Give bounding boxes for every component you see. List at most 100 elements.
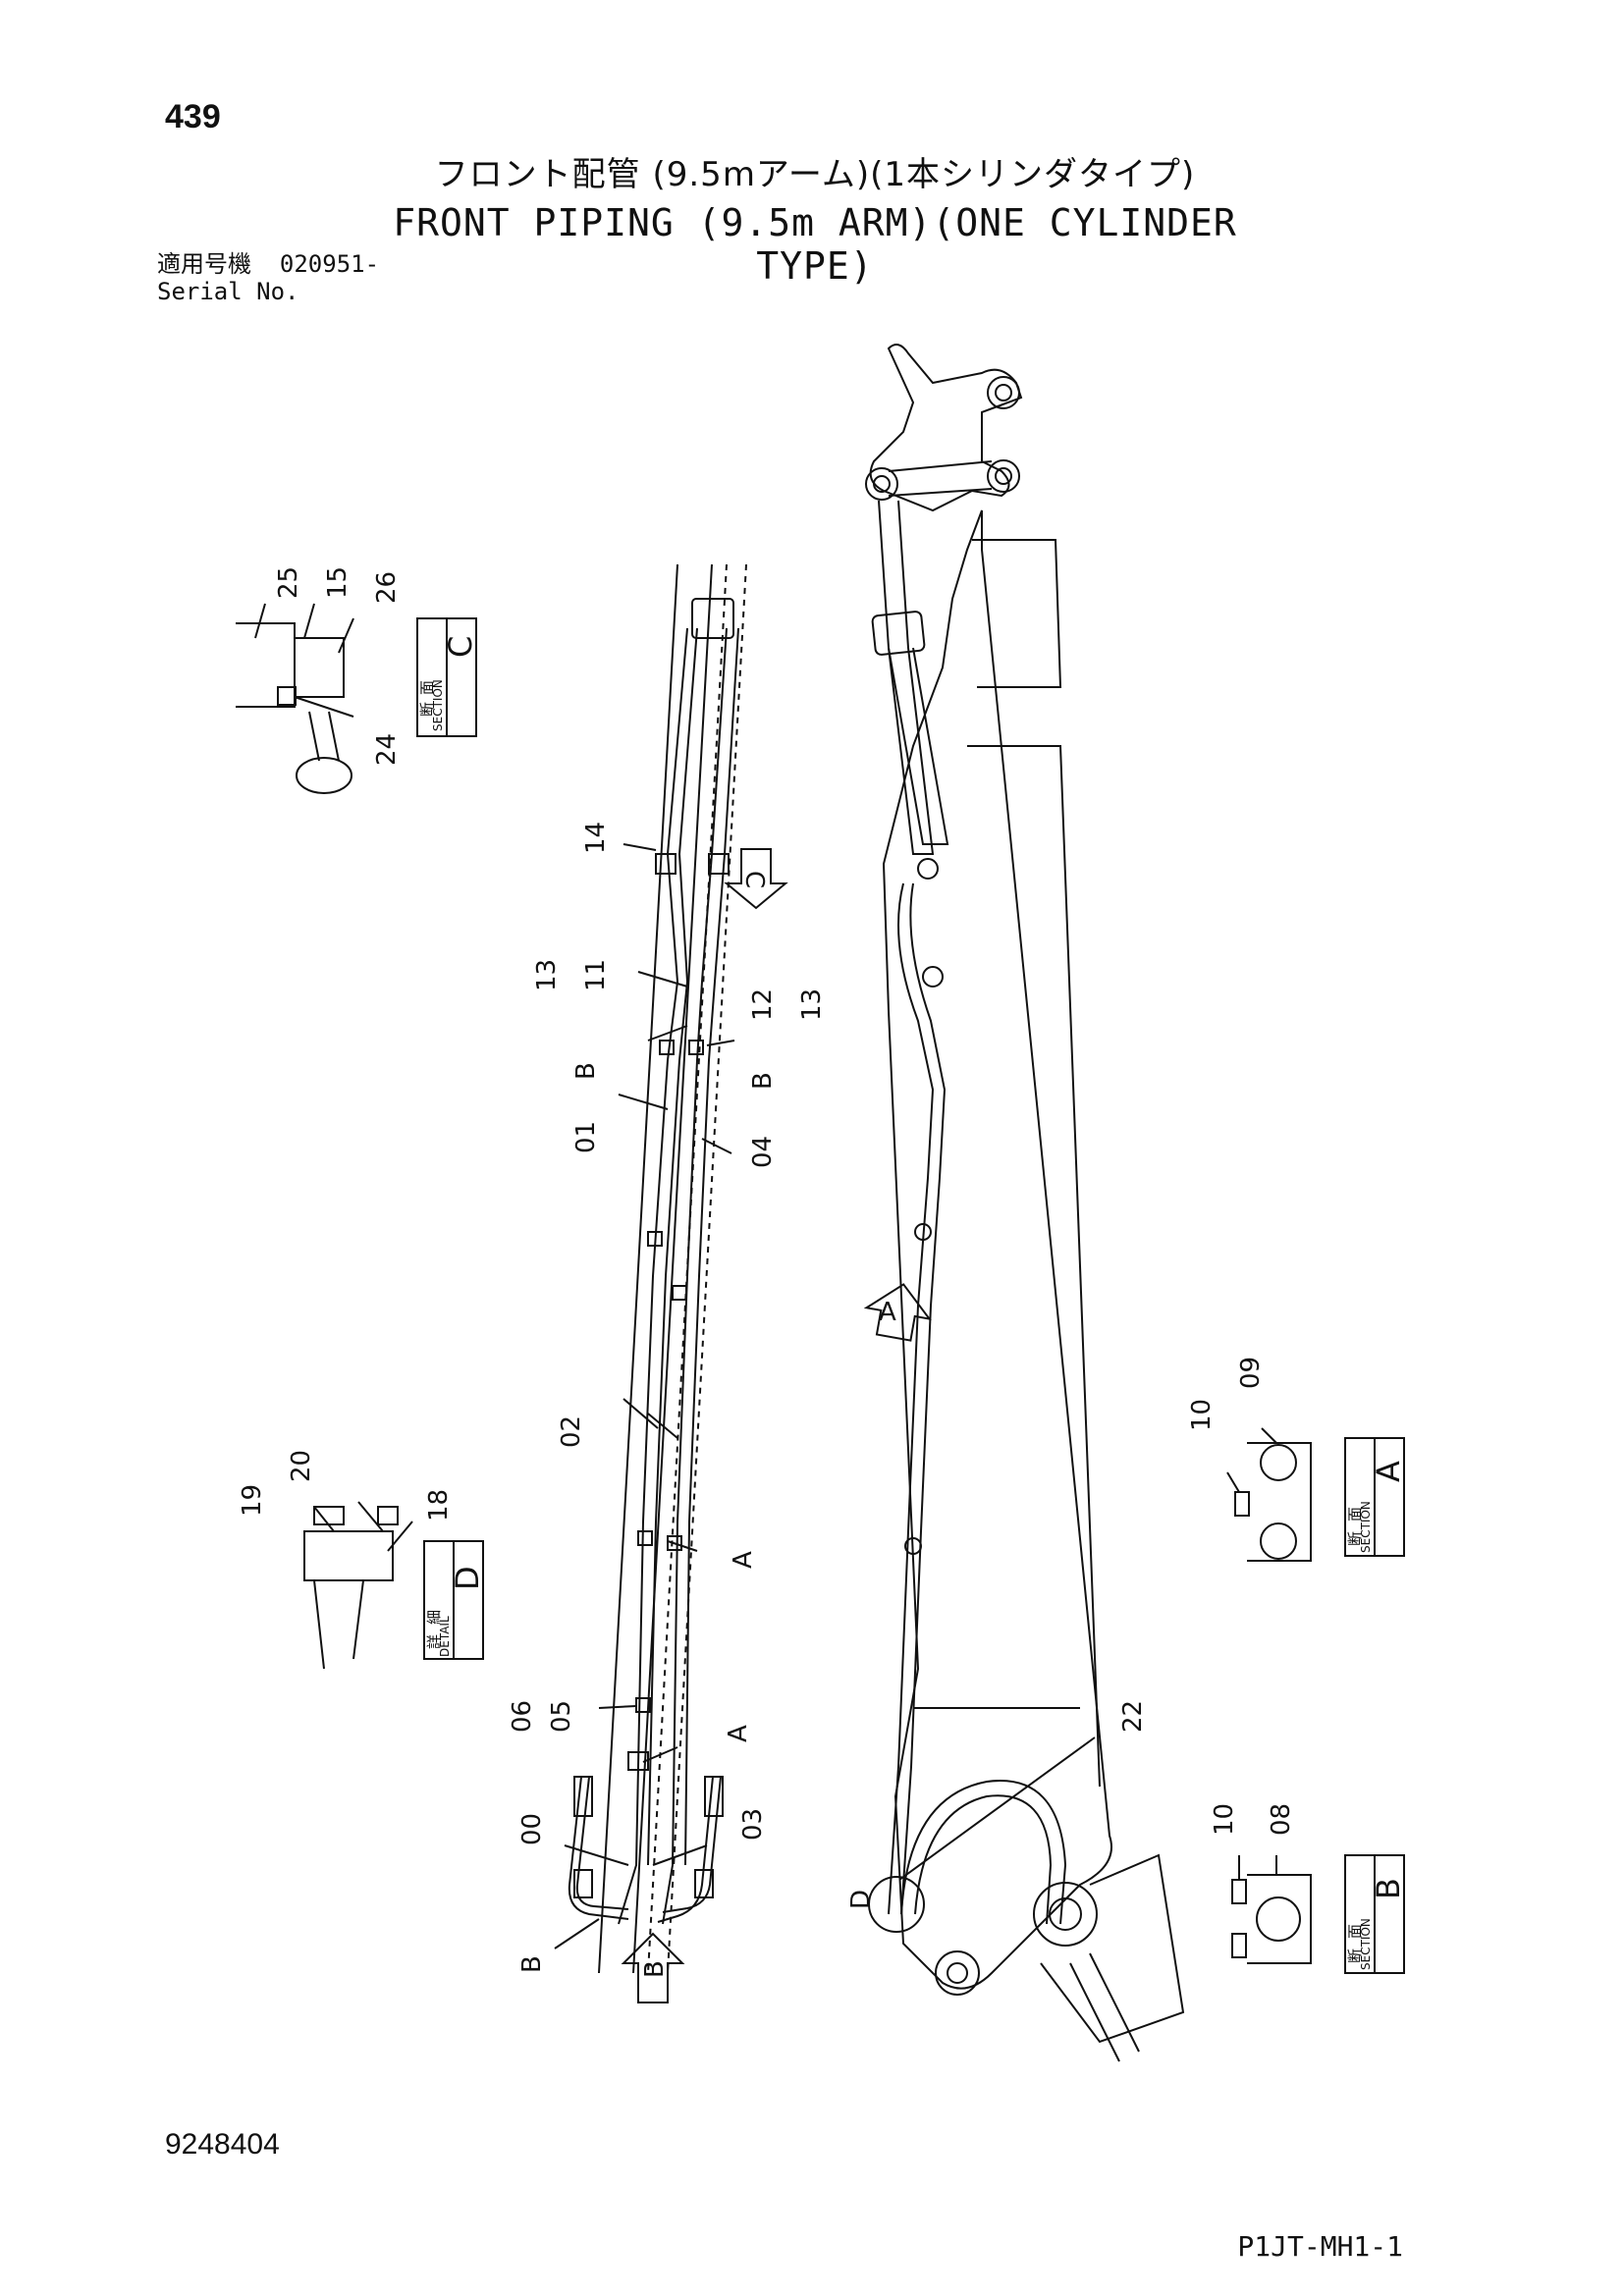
arm-pipe-left xyxy=(888,882,935,1915)
fitting-14b xyxy=(708,853,730,875)
bottom-pin-outer xyxy=(935,1950,980,1996)
detail-d-circle xyxy=(868,1876,925,1933)
section-c-pipe-end xyxy=(296,757,352,794)
section-c-jp-top: 断 xyxy=(418,702,436,717)
arm-pipe-right xyxy=(900,882,947,1915)
label-a-upper: A xyxy=(729,1551,758,1569)
section-b-leaders xyxy=(1238,1855,1277,1880)
pin-link-inner xyxy=(873,475,891,493)
detail-d-jp-top: 詳 xyxy=(425,1634,443,1649)
label-02: 02 xyxy=(557,1415,586,1448)
view-arrow-b: B xyxy=(621,1932,685,2003)
pin-link xyxy=(865,467,898,501)
view-arrow-a-arm: A xyxy=(863,1283,932,1342)
cylinder-body xyxy=(888,647,949,845)
leader-lines xyxy=(554,843,1096,1949)
section-c-box xyxy=(416,617,477,737)
section-c-leaders xyxy=(254,603,354,718)
cylinder-foot xyxy=(917,858,939,880)
title-japanese: フロント配管 (9.5mアーム)(1本シリンダタイプ) xyxy=(434,155,1196,194)
section-a-leaders xyxy=(1226,1427,1277,1493)
section-b-detail xyxy=(1231,1855,1312,1964)
cylinder-gland xyxy=(871,611,926,656)
label-25: 25 xyxy=(274,566,303,599)
section-b-letter: B xyxy=(1370,1878,1407,1899)
arm-outline xyxy=(882,509,1112,1990)
section-c-word: SECTION xyxy=(431,679,445,731)
label-03: 03 xyxy=(738,1808,768,1841)
arm-drawing xyxy=(865,344,1185,2062)
section-a-bolt xyxy=(1234,1491,1250,1517)
section-c-clamp xyxy=(295,637,345,698)
pipe-01b xyxy=(647,627,698,1866)
document-number: 9248404 xyxy=(165,2128,280,2161)
fitting-06-05 xyxy=(635,1697,651,1713)
detail-d-pad-right xyxy=(377,1506,399,1525)
label-09: 09 xyxy=(1236,1357,1266,1389)
arm-upper-plate xyxy=(972,539,1062,688)
serial-label-jp: 適用号機 xyxy=(157,250,251,278)
section-c-jp-bottom: 面 xyxy=(418,680,436,695)
hose-00 xyxy=(568,1776,629,1920)
fitting-lower-1 xyxy=(637,1530,653,1546)
label-14: 14 xyxy=(581,822,611,854)
section-b-jp-top: 断 xyxy=(1346,1949,1364,1963)
section-c-detail xyxy=(236,603,354,794)
detail-d-word: DETAIL xyxy=(438,1616,452,1657)
sheet-code: P1JT-MH1-1 xyxy=(1237,2230,1403,2263)
label-01: 01 xyxy=(571,1121,601,1153)
clamp-2 xyxy=(904,1537,922,1555)
label-04: 04 xyxy=(748,1136,778,1168)
fitting-14 xyxy=(655,853,677,875)
label-10-b: 10 xyxy=(1210,1803,1239,1836)
section-b-clamp xyxy=(1247,1874,1312,1964)
hose-03 xyxy=(657,1776,714,1923)
clamp-1 xyxy=(914,1223,932,1241)
label-15: 15 xyxy=(323,566,352,599)
fitting-mid-2 xyxy=(672,1285,687,1301)
section-c-bolt xyxy=(277,686,297,706)
section-a-jp-top: 断 xyxy=(1346,1531,1364,1546)
label-b-right: B xyxy=(748,1072,778,1090)
pin-top xyxy=(987,376,1020,409)
detail-d-hose xyxy=(313,1579,364,1670)
section-a-pipe-bottom xyxy=(1260,1522,1297,1560)
section-b-jp-bottom: 面 xyxy=(1346,1924,1364,1939)
pipe-04 xyxy=(662,627,728,1925)
section-a-clamp xyxy=(1247,1442,1312,1562)
label-26: 26 xyxy=(372,571,402,604)
section-a-letter: A xyxy=(1370,1461,1407,1482)
fitting-a-lower xyxy=(627,1751,649,1771)
arm-top-bracket xyxy=(869,344,1023,512)
label-08: 08 xyxy=(1267,1803,1296,1836)
section-a-jp-bottom: 面 xyxy=(1346,1507,1364,1522)
label-18: 18 xyxy=(424,1489,454,1522)
cylinder-rod xyxy=(878,500,935,855)
arm-side-left xyxy=(598,563,713,1974)
pin-top-inner xyxy=(995,384,1012,401)
hose-03-end xyxy=(704,1776,724,1817)
serial-block: 適用号機 020951- Serial No. xyxy=(157,250,379,305)
detail-d-clamp xyxy=(303,1530,394,1581)
label-22: 22 xyxy=(1118,1700,1148,1733)
page-number: 439 xyxy=(165,98,221,135)
view-arrow-b-text: B xyxy=(640,1960,670,1978)
label-24: 24 xyxy=(372,733,402,766)
hose-loop-inner xyxy=(914,1794,1053,1925)
label-12: 12 xyxy=(748,988,778,1021)
detail-d-leaders xyxy=(313,1501,413,1552)
section-a-word: SECTION xyxy=(1359,1501,1373,1553)
label-13-lower: 13 xyxy=(797,988,827,1021)
bucket-pin-inner xyxy=(1049,1897,1082,1931)
section-a-pipe-top xyxy=(1260,1444,1297,1481)
label-11: 11 xyxy=(581,959,611,991)
label-20: 20 xyxy=(287,1450,316,1482)
hose-03-nut xyxy=(694,1869,714,1898)
hose-00-end xyxy=(573,1776,593,1817)
section-c-pipe xyxy=(308,711,340,762)
fitting-lower-2 xyxy=(667,1535,682,1551)
title-english: FRONT PIPING (9.5m ARM)(ONE CYLINDER TYP… xyxy=(393,201,1237,288)
pin-second-inner xyxy=(995,467,1012,485)
section-b-word: SECTION xyxy=(1359,1918,1373,1970)
